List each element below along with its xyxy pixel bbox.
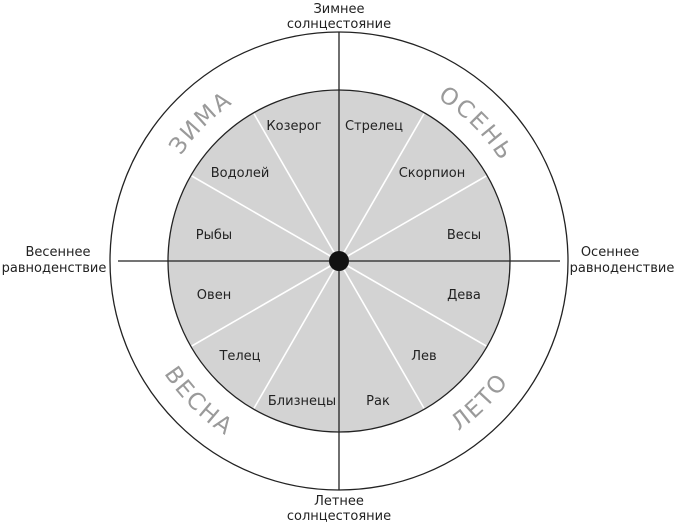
autumn-equinox-line1: Осеннее: [581, 245, 639, 260]
spring-equinox-line2: равноденствие: [2, 261, 107, 276]
sector-divider: [253, 260, 340, 409]
sign-virgo: Дева: [447, 288, 481, 303]
sign-cancer: Рак: [366, 394, 390, 409]
sector-divider: [253, 113, 340, 262]
sector-divider: [338, 260, 425, 409]
winter-solstice-line1: Зимнее: [313, 2, 364, 17]
sign-libra: Весы: [447, 228, 481, 243]
sign-aries: Овен: [197, 288, 231, 303]
sign-capricorn: Козерог: [266, 119, 321, 134]
spring-equinox-line1: Весеннее: [25, 245, 90, 260]
sign-taurus: Телец: [218, 349, 260, 364]
sector-divider: [191, 175, 340, 262]
spokes: [191, 113, 487, 409]
sign-sagittarius: Стрелец: [345, 119, 403, 134]
summer-solstice-line2: солнцестояние: [287, 509, 391, 524]
sector-divider: [191, 260, 340, 347]
sign-gemini: Близнецы: [268, 394, 336, 409]
sign-scorpio: Скорпион: [399, 166, 466, 181]
summer-solstice-line1: Летнее: [314, 494, 364, 509]
sector-divider: [338, 260, 487, 347]
sign-leo: Лев: [411, 349, 436, 364]
sign-aquarius: Водолей: [211, 166, 270, 181]
autumn-equinox-line2: равноденствие: [570, 261, 675, 276]
sector-divider: [338, 175, 487, 262]
sector-divider: [338, 113, 425, 262]
winter-solstice-line2: солнцестояние: [287, 17, 391, 32]
sign-pisces: Рыбы: [196, 228, 232, 243]
center-dot: [329, 251, 349, 271]
